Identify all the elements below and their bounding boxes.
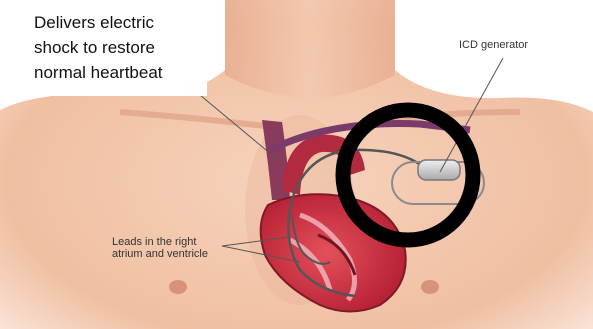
left-nipple: [169, 280, 187, 294]
icd-generator-label: ICD generator: [459, 39, 528, 51]
callout-line-3: normal heartbeat: [34, 60, 207, 85]
callout-line-1: Delivers electric: [34, 10, 207, 35]
neck: [225, 0, 395, 98]
right-nipple: [421, 280, 439, 294]
leads-label-line-2: atrium and ventricle: [112, 248, 208, 260]
callout-box: Delivers electric shock to restore norma…: [0, 0, 207, 96]
leads-label-line-1: Leads in the right: [112, 236, 196, 248]
icd-generator: [418, 160, 460, 180]
callout-line-2: shock to restore: [34, 35, 207, 60]
